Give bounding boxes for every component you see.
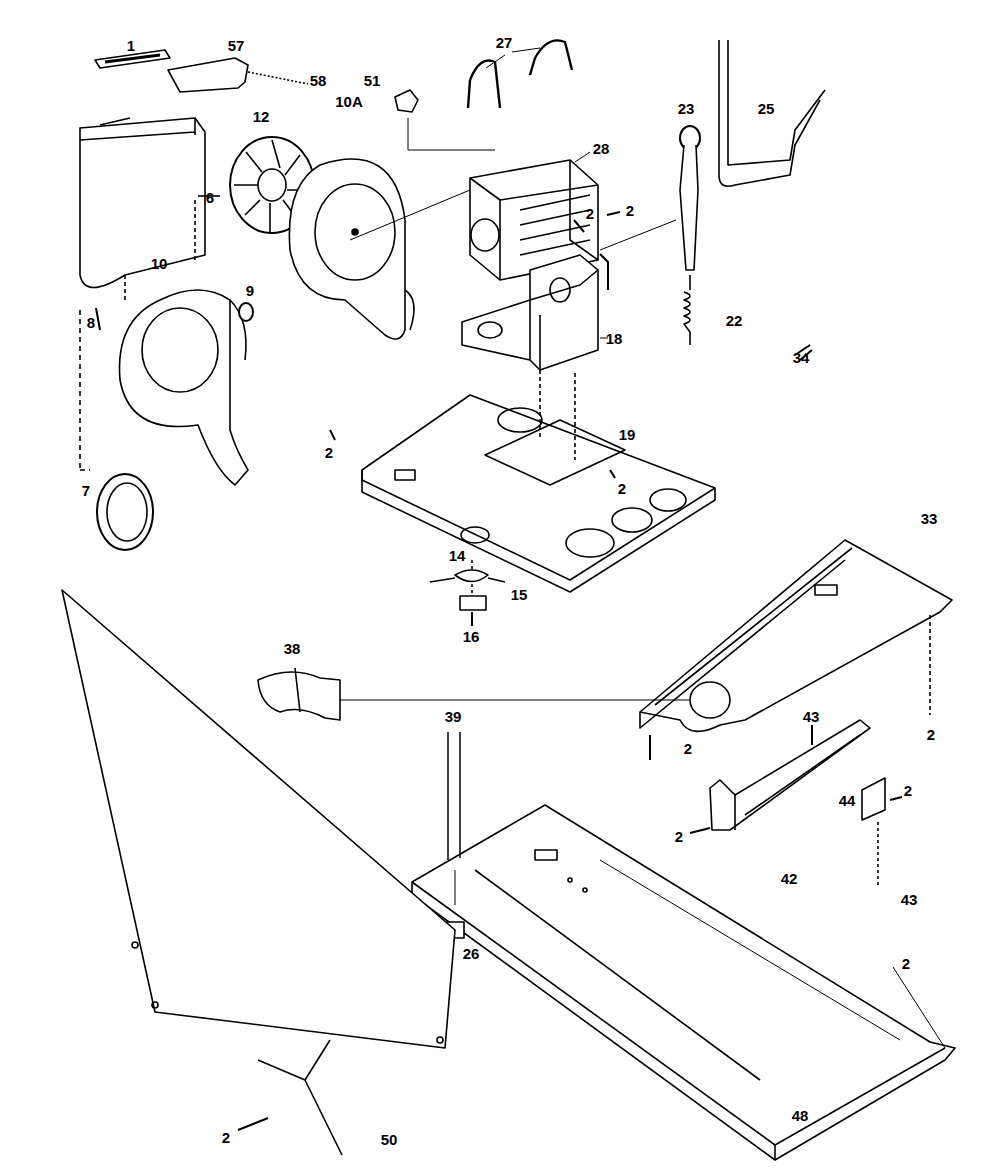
- callout-number: 38: [282, 640, 303, 657]
- callout-number: 1: [125, 37, 137, 54]
- callout-number: 2: [925, 726, 937, 743]
- callout-number: 34: [791, 349, 812, 366]
- callout-number: 43: [899, 891, 920, 908]
- callout-number: 51: [362, 72, 383, 89]
- callout-number: 2: [682, 740, 694, 757]
- callout-number: 28: [591, 140, 612, 157]
- callout-number: 2: [220, 1129, 232, 1146]
- callout-number: 12: [251, 108, 272, 125]
- callout-number: 39: [443, 708, 464, 725]
- callout-number: 7: [80, 482, 92, 499]
- callout-number: 58: [308, 72, 329, 89]
- callout-number: 42: [779, 870, 800, 887]
- callout-number: 2: [673, 828, 685, 845]
- callout-number: 10A: [333, 93, 365, 110]
- callout-number: 14: [447, 547, 468, 564]
- callout-number: 9: [244, 282, 256, 299]
- callout-number: 6: [204, 189, 216, 206]
- callout-number: 26: [461, 945, 482, 962]
- callout-number: 19: [617, 426, 638, 443]
- callout-number: 2: [902, 782, 914, 799]
- callout-number: 2: [624, 202, 636, 219]
- callout-number: 50: [379, 1131, 400, 1148]
- callout-number: 22: [724, 312, 745, 329]
- callout-number: 2: [323, 444, 335, 461]
- callout-number: 23: [676, 100, 697, 117]
- callout-number: 2: [616, 480, 628, 497]
- callout-number: 15: [509, 586, 530, 603]
- callout-number: 8: [85, 314, 97, 331]
- callout-number: 16: [461, 628, 482, 645]
- callout-number: 43: [801, 708, 822, 725]
- callout-number: 2: [584, 205, 596, 222]
- callout-number: 18: [604, 330, 625, 347]
- callout-number: 10: [149, 255, 170, 272]
- callout-number: 2: [900, 955, 912, 972]
- callout-number: 48: [790, 1107, 811, 1124]
- callout-number: 57: [226, 37, 247, 54]
- callout-number: 25: [756, 100, 777, 117]
- callout-number: 44: [837, 792, 858, 809]
- callout-number: 33: [919, 510, 940, 527]
- callout-number: 27: [494, 34, 515, 51]
